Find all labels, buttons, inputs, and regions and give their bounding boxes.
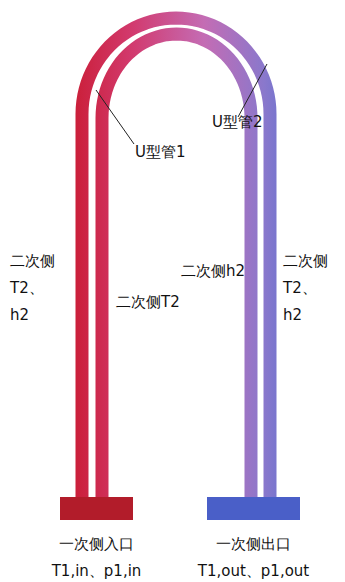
u-tube	[82, 18, 270, 497]
port-name: 一次侧出口	[216, 535, 291, 553]
part-name: U型管1	[135, 143, 186, 161]
secondary-side-label: 二次侧T2	[116, 293, 180, 311]
u-tube	[102, 34, 251, 497]
leader-line	[96, 90, 134, 144]
leader-line	[238, 64, 267, 117]
secondary-side-label: 二次侧h2	[181, 262, 245, 280]
port-parameters: T1,out、p1,out	[198, 562, 309, 580]
header-box: 一次侧入口T1,in、p1,in	[60, 497, 133, 520]
part-name: U型管2	[212, 113, 263, 131]
secondary-side-label: 二次侧 T2、h2	[283, 248, 334, 329]
header-box: 一次侧出口T1,out、p1,out	[207, 497, 300, 520]
port-name: 一次侧入口	[59, 535, 134, 553]
secondary-side-label: 二次侧 T2、h2	[10, 248, 61, 329]
port-parameters: T1,in、p1,in	[52, 562, 142, 580]
